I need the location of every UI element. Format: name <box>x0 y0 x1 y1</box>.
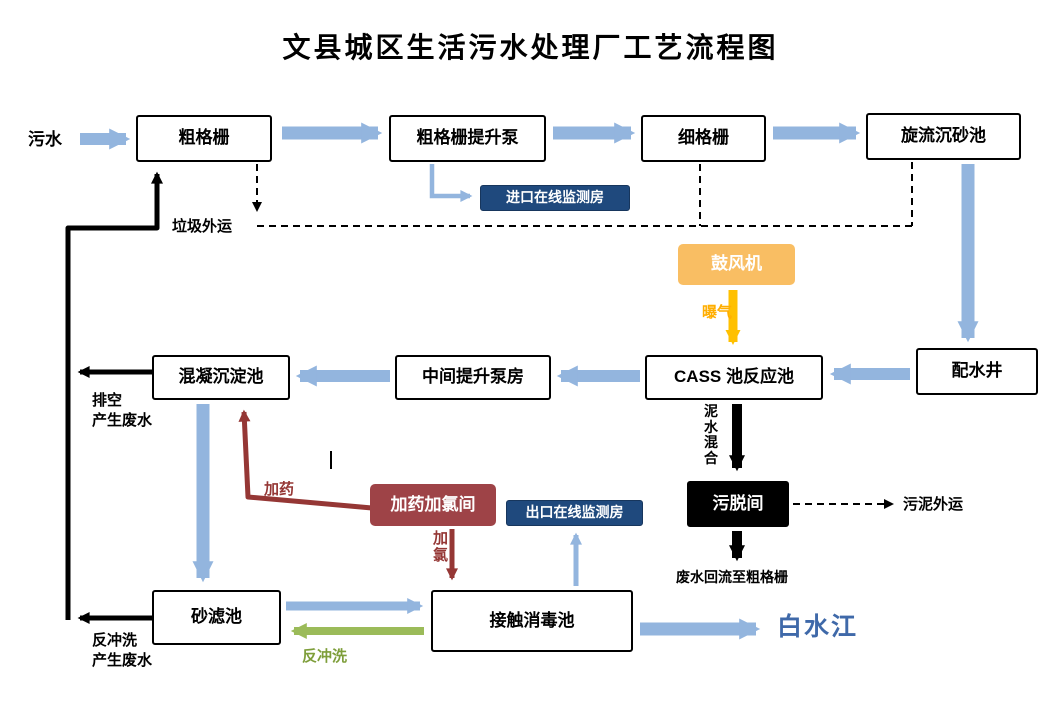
coarse-screen-pump-box: 粗格栅提升泵 <box>389 115 546 162</box>
sludge-removal-label: 污泥外运 <box>903 496 964 513</box>
drain-waste-label: 排空 产生废水 <box>92 392 153 429</box>
backwash-waste-label: 反冲洗 产生废水 <box>92 632 153 669</box>
coarse-screen-box: 粗格栅 <box>136 115 272 162</box>
mud-water-mix-label: 泥水混合 <box>704 403 718 467</box>
aeration-label: 曝气 <box>702 304 733 321</box>
arrow-dosing-to-coagulation <box>238 409 373 511</box>
diagram-title: 文县城区生活污水处理厂工艺流程图 <box>282 32 779 63</box>
fine-screen-box: 细格栅 <box>641 115 766 162</box>
inlet-monitoring-room-box: 进口在线监测房 <box>480 185 630 211</box>
trash-removal-label: 垃圾外运 <box>172 218 233 235</box>
river-outfall-label: 白水江 <box>777 613 859 641</box>
backwash-label: 反冲洗 <box>302 648 348 665</box>
sludge-dewatering-room-box: 污脱间 <box>687 481 789 527</box>
sewage-source-label: 污水 <box>28 130 62 149</box>
pipe-waste-return-to-coarse-screen <box>65 171 163 620</box>
coagulation-tank-box: 混凝沉淀池 <box>152 355 290 400</box>
blower-box: 鼓风机 <box>678 244 795 285</box>
cass-reactor-box: CASS 池反应池 <box>645 355 823 400</box>
vortex-grit-chamber-box: 旋流沉砂池 <box>866 113 1021 160</box>
outlet-monitoring-room-box: 出口在线监测房 <box>506 500 643 526</box>
sand-filter-box: 砂滤池 <box>152 590 281 645</box>
distribution-well-box: 配水井 <box>916 348 1038 395</box>
dosing-label: 加药 <box>264 481 295 498</box>
arrow-pump-to-inlet-monitor <box>429 164 473 202</box>
contact-disinfection-tank-box: 接触消毒池 <box>431 590 633 652</box>
dosing-chlorination-room-box: 加药加氯间 <box>370 484 496 526</box>
wastewater-return-label: 废水回流至粗格栅 <box>676 569 788 585</box>
intermediate-pump-house-box: 中间提升泵房 <box>395 355 551 400</box>
chlorination-label: 加氯 <box>433 530 449 564</box>
